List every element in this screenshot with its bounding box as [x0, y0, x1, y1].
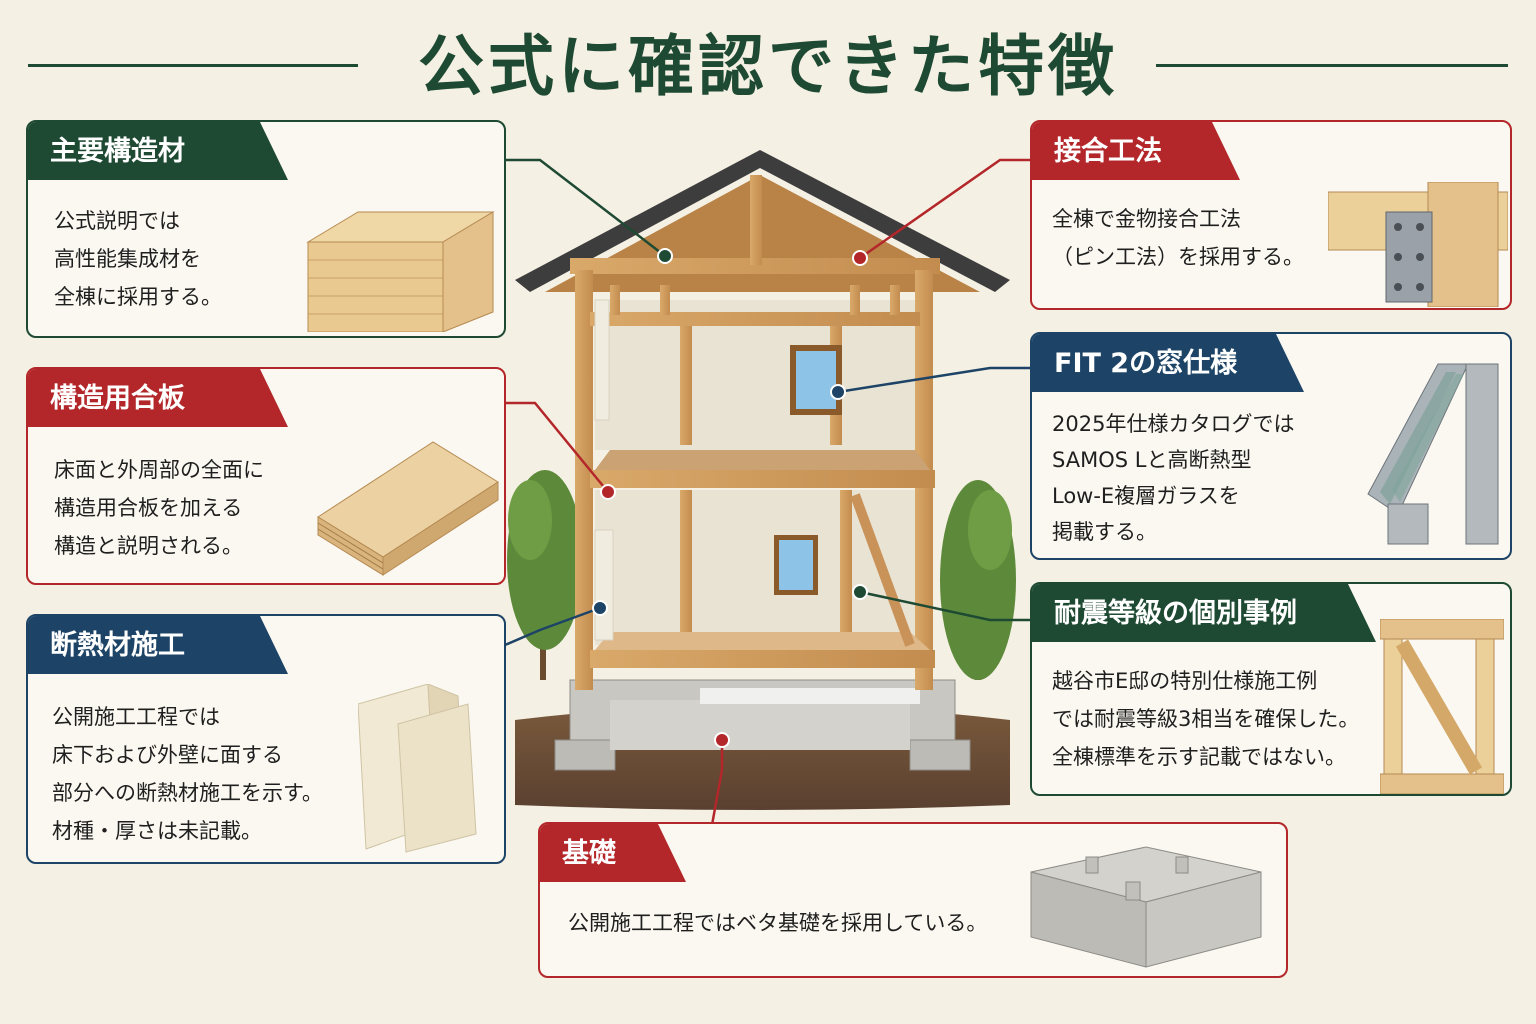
- card-window-body: 2025年仕様カタログでは SAMOS Lと高断熱型 Low-E複層ガラスを 掲…: [1052, 406, 1294, 550]
- card-foundation-heading: 基礎: [540, 824, 686, 882]
- card-main-structure: 主要構造材 公式説明では 高性能集成材を 全棟に採用する。: [26, 120, 506, 338]
- title-rule-left: [28, 64, 358, 67]
- marker-main-structure: [657, 248, 673, 264]
- card-window: FIT 2の窓仕様 2025年仕様カタログでは SAMOS Lと高断熱型 Low…: [1030, 332, 1512, 560]
- diagonal-brace: [850, 493, 915, 647]
- tree-right: [940, 480, 1016, 680]
- body-line: では耐震等級3相当を確保した。: [1052, 707, 1360, 731]
- insulation-batt-icon: [358, 684, 477, 853]
- wall-insulation-upper: [594, 299, 610, 421]
- body-line: 床下および外壁に面する: [52, 743, 283, 767]
- lower-window: [774, 535, 818, 595]
- card-foundation: 基礎 公開施工工程ではベタ基礎を採用している。: [538, 822, 1288, 978]
- marker-window: [830, 384, 846, 400]
- marker-joint: [852, 250, 868, 266]
- upper-floor-plywood: [595, 450, 930, 470]
- card-plywood-body: 床面と外周部の全面に 構造用合板を加える 構造と説明される。: [54, 451, 264, 565]
- card-insulation-heading: 断熱材施工: [28, 616, 288, 674]
- card-joint-heading: 接合工法: [1032, 122, 1240, 180]
- body-line: 全棟標準を示す記載ではない。: [1052, 745, 1346, 769]
- card-insulation-body: 公開施工工程では 床下および外壁に面する 部分への断熱材施工を示す。 材種・厚さ…: [52, 698, 323, 850]
- marker-insulation: [592, 600, 608, 616]
- body-line: 高性能集成材を: [54, 247, 201, 271]
- marker-seismic: [852, 584, 868, 600]
- card-window-heading: FIT 2の窓仕様: [1032, 334, 1304, 392]
- card-seismic-body: 越谷市E邸の特別仕様施工例 では耐震等級3相当を確保した。 全棟標準を示す記載で…: [1052, 662, 1359, 776]
- body-line: 掲載する。: [1052, 520, 1157, 544]
- body-line: 床面と外周部の全面に: [54, 458, 264, 482]
- card-insulation: 断熱材施工 公開施工工程では 床下および外壁に面する 部分への断熱材施工を示す。…: [26, 614, 506, 864]
- window-frame-section-icon: [1367, 363, 1499, 545]
- body-line: 部分への断熱材施工を示す。: [52, 781, 323, 805]
- body-line: 公式説明では: [54, 209, 180, 233]
- body-line: 全棟で金物接合工法: [1052, 207, 1241, 231]
- foundation-block: [554, 679, 971, 771]
- marker-foundation: [714, 732, 730, 748]
- card-main-structure-heading: 主要構造材: [28, 122, 288, 180]
- card-joint: 接合工法 全棟で金物接合工法 （ピン工法）を採用する。: [1030, 120, 1512, 310]
- title-rule-right: [1156, 64, 1508, 67]
- card-plywood-heading: 構造用合板: [28, 369, 288, 427]
- braced-wall-frame-icon: [1380, 619, 1504, 794]
- card-seismic: 耐震等級の個別事例 越谷市E邸の特別仕様施工例 では耐震等級3相当を確保した。 …: [1030, 582, 1512, 796]
- body-line: Low-E複層ガラスを: [1052, 484, 1240, 508]
- card-foundation-body: 公開施工工程ではベタ基礎を採用している。: [568, 904, 987, 942]
- lower-wall: [595, 490, 925, 645]
- card-plywood: 構造用合板 床面と外周部の全面に 構造用合板を加える 構造と説明される。: [26, 367, 506, 585]
- glulam-beam-icon: [306, 211, 495, 332]
- body-line: 全棟に採用する。: [54, 285, 222, 309]
- body-line: 材種・厚さは未記載。: [52, 819, 262, 843]
- upper-window: [790, 345, 842, 415]
- card-joint-body: 全棟で金物接合工法 （ピン工法）を採用する。: [1052, 200, 1304, 276]
- body-line: （ピン工法）を採用する。: [1052, 245, 1304, 269]
- marker-plywood: [600, 484, 616, 500]
- page-title: 公式に確認できた特徴: [418, 27, 1118, 105]
- lower-floor-deck: [595, 632, 930, 650]
- card-seismic-heading: 耐震等級の個別事例: [1032, 584, 1376, 642]
- metal-pin-joint-icon: [1328, 182, 1508, 307]
- body-line: 公開施工工程では: [52, 705, 220, 729]
- mat-foundation-icon: [1030, 846, 1262, 968]
- tree-left: [507, 470, 583, 680]
- body-line: 構造と説明される。: [54, 534, 243, 558]
- body-line: 2025年仕様カタログでは: [1052, 412, 1295, 436]
- plywood-sheet-icon: [317, 441, 499, 576]
- card-main-structure-body: 公式説明では 高性能集成材を 全棟に採用する。: [54, 202, 222, 316]
- body-line: 構造用合板を加える: [54, 496, 243, 520]
- body-line: 公開施工工程ではベタ基礎を採用している。: [568, 911, 988, 935]
- body-line: 越谷市E邸の特別仕様施工例: [1052, 669, 1318, 693]
- body-line: SAMOS Lと高断熱型: [1052, 448, 1252, 472]
